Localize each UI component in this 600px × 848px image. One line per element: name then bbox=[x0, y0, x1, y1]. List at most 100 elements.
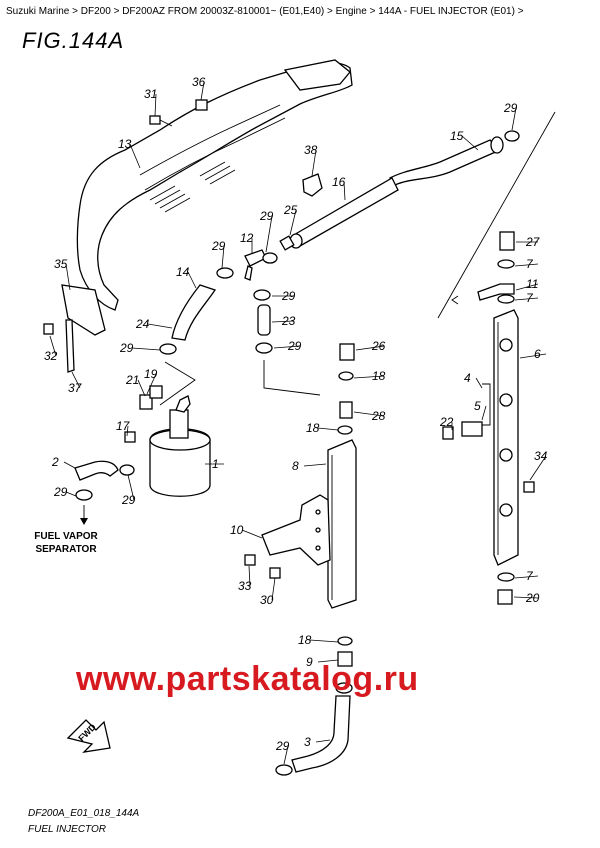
part-number-label[interactable]: 18 bbox=[372, 369, 386, 383]
part-10-bracket[interactable] bbox=[261, 494, 331, 566]
part-number-label[interactable]: 38 bbox=[304, 143, 318, 157]
part-number-label[interactable]: 15 bbox=[450, 129, 464, 143]
part-number-label[interactable]: 36 bbox=[192, 75, 206, 89]
part-number-label[interactable]: 9 bbox=[306, 655, 313, 669]
part-number-label[interactable]: 31 bbox=[144, 87, 157, 101]
part-number-label[interactable]: 20 bbox=[525, 591, 540, 605]
part-number-label[interactable]: 22 bbox=[439, 415, 454, 429]
part-number-label[interactable]: 5 bbox=[474, 399, 481, 413]
part-7-washer[interactable] bbox=[497, 572, 515, 582]
part-number-label[interactable]: 23 bbox=[281, 314, 296, 328]
part-26-bolt[interactable] bbox=[339, 343, 355, 361]
part-29-clamp[interactable] bbox=[335, 682, 353, 694]
part-29-clamp[interactable] bbox=[275, 764, 293, 776]
part-36-nut[interactable] bbox=[195, 99, 208, 111]
part-number-label[interactable]: 29 bbox=[119, 341, 134, 355]
breadcrumb-item-suzuki-marine[interactable]: Suzuki Marine bbox=[6, 6, 70, 17]
part-number-label[interactable]: 32 bbox=[44, 349, 58, 363]
part-number-label[interactable]: 27 bbox=[525, 235, 541, 249]
part-number-label[interactable]: 30 bbox=[260, 593, 274, 607]
part-number-label[interactable]: 11 bbox=[526, 277, 538, 291]
part-number-label[interactable]: 28 bbox=[371, 409, 386, 423]
part-number-label[interactable]: 33 bbox=[238, 579, 252, 593]
part-35-bracket[interactable] bbox=[61, 284, 106, 336]
part-number-label[interactable]: 25 bbox=[283, 203, 298, 217]
part-17-bolt[interactable] bbox=[124, 431, 136, 443]
part-18-washer[interactable] bbox=[337, 636, 353, 646]
part-number-label[interactable]: 18 bbox=[306, 421, 320, 435]
part-2-hose[interactable] bbox=[74, 460, 119, 481]
part-number-label[interactable]: 8 bbox=[292, 459, 299, 473]
part-number-label[interactable]: 29 bbox=[259, 209, 274, 223]
part-number-label[interactable]: 29 bbox=[53, 485, 68, 499]
part-22-o-ring[interactable] bbox=[442, 426, 454, 440]
part-number-label[interactable]: 13 bbox=[118, 137, 132, 151]
part-29-clamp[interactable] bbox=[262, 252, 278, 264]
part-number-label[interactable]: 35 bbox=[54, 257, 68, 271]
part-29-clamp[interactable] bbox=[253, 289, 271, 301]
part-number-label[interactable]: 1 bbox=[212, 457, 219, 471]
part-number-label[interactable]: 16 bbox=[332, 175, 346, 189]
part-32-bolt[interactable] bbox=[43, 323, 54, 335]
breadcrumb-item-df200[interactable]: DF200 bbox=[80, 6, 111, 17]
part-number-label[interactable]: 14 bbox=[176, 265, 190, 279]
part-6-fuel-rail[interactable] bbox=[493, 309, 519, 566]
part-number-label[interactable]: 19 bbox=[144, 367, 158, 381]
part-25-connector[interactable] bbox=[279, 235, 295, 251]
part-28-union[interactable] bbox=[339, 401, 353, 419]
part-29-clamp[interactable] bbox=[75, 489, 93, 501]
part-number-label[interactable]: 12 bbox=[240, 231, 254, 245]
part-30-bolt[interactable] bbox=[269, 567, 281, 579]
part-14-hose[interactable] bbox=[171, 284, 217, 341]
breadcrumb-item-model[interactable]: DF200AZ FROM 20003Z-810001~ (E01,E40) bbox=[122, 6, 325, 17]
part-number-label[interactable]: 26 bbox=[371, 339, 386, 353]
breadcrumb-item-engine[interactable]: Engine bbox=[335, 6, 367, 17]
part-number-label[interactable]: 6 bbox=[534, 347, 541, 361]
part-number-label[interactable]: 37 bbox=[68, 381, 83, 395]
part-18-washer[interactable] bbox=[338, 371, 354, 381]
part-37-clip[interactable] bbox=[65, 319, 75, 373]
part-29-clamp[interactable] bbox=[216, 267, 234, 279]
part-number-label[interactable]: 17 bbox=[116, 419, 131, 433]
part-number-label[interactable]: 7 bbox=[526, 569, 534, 583]
part-number-label[interactable]: 7 bbox=[526, 291, 534, 305]
part-number-label[interactable]: 7 bbox=[526, 257, 534, 271]
part-18-washer[interactable] bbox=[337, 425, 353, 435]
part-number-label[interactable]: 21 bbox=[125, 373, 139, 387]
part-number-label[interactable]: 29 bbox=[275, 739, 290, 753]
part-1-fuel-vapor-separator[interactable] bbox=[149, 395, 211, 497]
part-16-pipe[interactable] bbox=[289, 177, 399, 249]
breadcrumb-item-fuel-injector[interactable]: 144A - FUEL INJECTOR (E01) bbox=[378, 6, 515, 17]
part-11-union[interactable] bbox=[477, 283, 515, 301]
part-29-clamp[interactable] bbox=[159, 343, 177, 355]
part-number-label[interactable]: 10 bbox=[230, 523, 244, 537]
part-23-hose[interactable] bbox=[257, 304, 271, 336]
part-27-bolt[interactable] bbox=[499, 231, 515, 251]
part-number-label[interactable]: 29 bbox=[503, 101, 518, 115]
part-31-bolt[interactable] bbox=[149, 115, 173, 127]
part-19-grommet[interactable] bbox=[139, 394, 153, 410]
part-number-label[interactable]: 34 bbox=[534, 449, 548, 463]
part-3-hose[interactable] bbox=[291, 695, 351, 773]
part-34-bolt[interactable] bbox=[523, 481, 535, 493]
part-number-label[interactable]: 29 bbox=[211, 239, 226, 253]
part-12-connector[interactable] bbox=[244, 249, 267, 281]
part-5-injector[interactable] bbox=[461, 421, 483, 437]
part-20-plug[interactable] bbox=[497, 589, 513, 605]
part-number-label[interactable]: 2 bbox=[51, 455, 59, 469]
part-29-clamp[interactable] bbox=[504, 130, 520, 142]
part-number-label[interactable]: 3 bbox=[304, 735, 311, 749]
part-29-clamp[interactable] bbox=[255, 342, 273, 354]
part-9-union[interactable] bbox=[337, 651, 353, 667]
part-number-label[interactable]: 29 bbox=[121, 493, 136, 507]
part-number-label[interactable]: 4 bbox=[464, 371, 471, 385]
part-7-washer[interactable] bbox=[497, 259, 515, 269]
part-8-delivery-pipe[interactable] bbox=[327, 439, 357, 609]
part-21-grommet[interactable] bbox=[149, 385, 163, 399]
part-29-clamp[interactable] bbox=[119, 464, 135, 476]
part-7-washer[interactable] bbox=[497, 294, 515, 304]
part-number-label[interactable]: 24 bbox=[135, 317, 150, 331]
part-number-label[interactable]: 29 bbox=[281, 289, 296, 303]
part-number-label[interactable]: 29 bbox=[287, 339, 302, 353]
part-33-bolt[interactable] bbox=[244, 554, 256, 566]
